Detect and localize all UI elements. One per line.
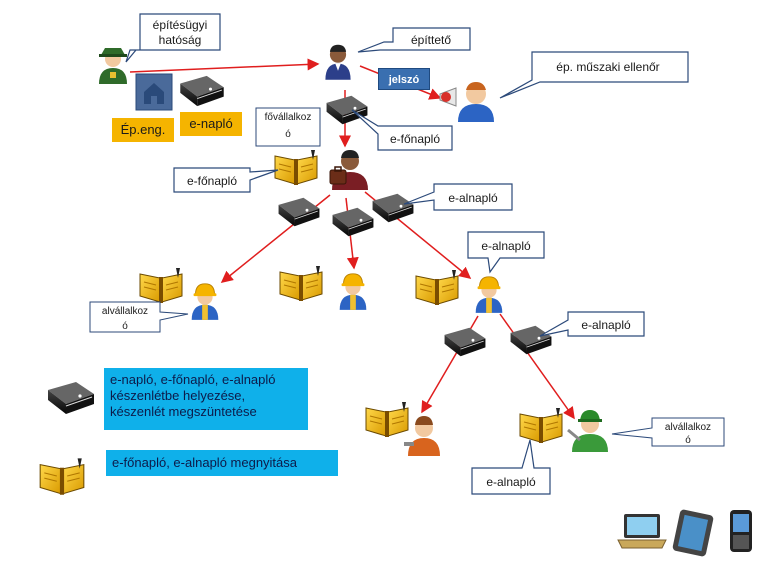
e-main-diary-right-label: e-főnapló (390, 132, 440, 146)
open-diary-icon-mid (279, 265, 323, 302)
e-main-diary-black-icon (326, 95, 368, 125)
arrow-sub-to-sub-right (499, 313, 575, 420)
e-sub-diary-mid-label: e-alnapló (481, 239, 531, 253)
legend-open-box: e-főnapló, e-alnapló megnyitása (106, 450, 338, 476)
laptop-icon (617, 514, 667, 549)
subcontractor-right-label-line2: ó (685, 435, 691, 446)
e-sub-diary-black-icon-left (278, 197, 320, 227)
callout-e-sub-diary-bottom: e-alnapló (471, 439, 551, 495)
authority-label-line2: hatóság (159, 33, 202, 47)
callout-e-sub-diary-right: e-alnapló (539, 311, 645, 337)
callout-inspector: ép. műszaki ellenőr (499, 51, 689, 99)
e-sub-diary-black-icon-lower-left (444, 327, 486, 357)
callout-e-sub-diary-mid: e-alnapló (467, 231, 545, 274)
legend-readiness-box: e-napló, e-főnapló, e-alnapló készenlétb… (104, 368, 308, 430)
callout-authority: építésügyi hatóság (125, 13, 221, 63)
callout-e-main-diary-right: e-főnapló (351, 109, 453, 151)
contractor-person-icon (329, 150, 368, 190)
general-contractor-label-line2: ó (285, 129, 291, 140)
inspector-label: ép. műszaki ellenőr (556, 60, 659, 74)
subcontractor-mid-worker-icon (339, 273, 367, 310)
open-diary-icon-bottom-right (519, 407, 563, 444)
building-permit-house-icon (135, 73, 173, 111)
tablet-icon (672, 509, 714, 557)
authority-person-icon (99, 48, 127, 84)
e-diary-tag: e-napló (180, 112, 242, 136)
authority-label-line1: építésügyi (153, 18, 208, 32)
arrow-authority-to-builder (129, 58, 320, 73)
e-main-diary-open-icon (274, 149, 318, 186)
password-tag: jelszó (378, 68, 430, 90)
legend-open-diary-icon (39, 457, 85, 496)
building-permit-tag: Ép.eng. (112, 118, 174, 142)
legend-open-text: e-főnapló, e-alnapló megnyitása (112, 455, 298, 470)
subcontractor-left-label-line1: alvállalkoz (102, 306, 148, 317)
e-sub-diary-black-icon-lower-right (510, 325, 552, 355)
password-label: jelszó (388, 74, 420, 86)
open-diary-icon-bottom-left (365, 401, 409, 438)
subcontractor-left-worker-icon (191, 283, 219, 320)
e-sub-diary-black-icon-right (372, 193, 414, 223)
smartphone-icon (730, 510, 752, 552)
callout-e-sub-diary-top: e-alnapló (403, 183, 513, 211)
e-main-diary-left-label: e-főnapló (187, 174, 237, 188)
e-sub-diary-top-label: e-alnapló (448, 191, 498, 205)
building-permit-label: Ép.eng. (120, 122, 166, 137)
callout-e-main-diary-left: e-főnapló (173, 167, 279, 193)
open-diary-icon-right (415, 269, 459, 306)
subcontractor-right-label-line1: alvállalkoz (665, 422, 711, 433)
general-contractor-label-line1: fővállalkoz (265, 112, 312, 123)
e-diary-label: e-napló (189, 116, 233, 131)
callout-general-contractor: fővállalkoz ó (255, 107, 321, 147)
callout-subcontractor-right: alvállalkoz ó (611, 417, 725, 447)
e-diary-black-icon-top (179, 75, 225, 107)
legend-black-diary-icon (47, 381, 95, 415)
builder-label: építtető (411, 33, 451, 47)
subcontractor-right-worker-icon (475, 276, 503, 314)
inspector-person-icon (439, 82, 494, 122)
e-sub-diary-black-icon-mid (332, 207, 374, 237)
open-diary-icon-left (139, 267, 183, 304)
builder-person-icon (325, 44, 351, 80)
subcontractor-bottom-left-worker-icon (404, 416, 440, 456)
e-sub-diary-bottom-label: e-alnapló (486, 475, 536, 489)
legend-readiness-text: e-napló, e-főnapló, e-alnapló készenlétb… (110, 372, 276, 419)
subcontractor-bottom-right-worker-icon (567, 410, 608, 452)
callout-subcontractor-left: alvállalkoz ó (89, 301, 189, 333)
callout-builder: építtető (357, 27, 471, 53)
e-sub-diary-right-label: e-alnapló (581, 318, 631, 332)
subcontractor-left-label-line2: ó (122, 321, 128, 332)
